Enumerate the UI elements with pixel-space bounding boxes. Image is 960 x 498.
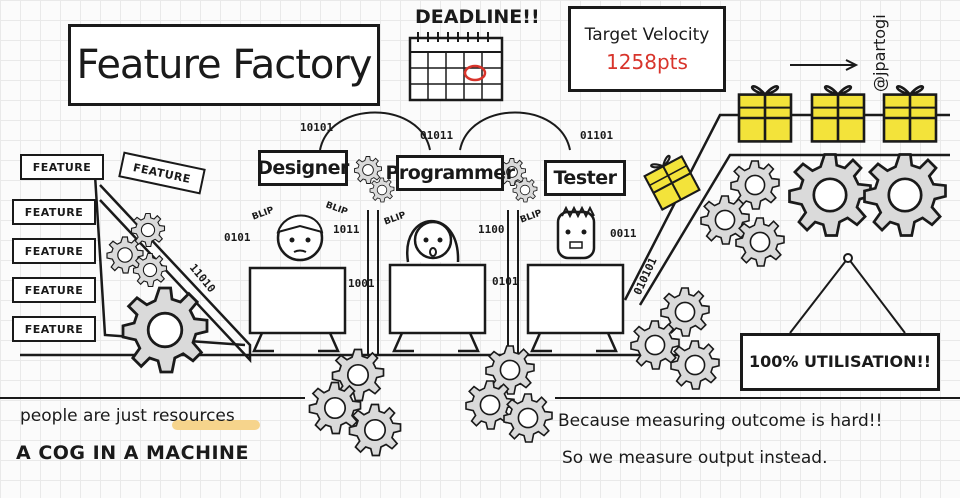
gear-icon [130, 212, 166, 248]
binary-label: 0101 [492, 275, 519, 288]
caption-left-line2: A COG IN A MACHINE [16, 442, 249, 464]
binary-label: 01101 [580, 129, 614, 142]
tester-sign: Tester [544, 160, 626, 196]
velocity-value: 1258pts [606, 49, 688, 74]
resources-highlight [172, 420, 260, 430]
title-sign: Feature Factory [68, 24, 380, 106]
caption-right-line2: So we measure output instead. [562, 448, 828, 468]
programmer-sign: Programmer [386, 155, 515, 191]
role-programmer: Programmer [385, 161, 516, 184]
gear-icon [354, 156, 382, 184]
laptops [248, 263, 625, 353]
deadline-label: DEADLINE!! [415, 6, 540, 28]
feature-box: FEATURE [12, 238, 96, 264]
gear-icon [121, 286, 209, 374]
caption-right-line1: Because measuring outcome is hard!! [558, 411, 883, 431]
feature-box: FEATURE [12, 277, 96, 303]
calendar-icon [408, 32, 504, 102]
gift-icon [640, 149, 701, 211]
binary-label: 1100 [478, 223, 505, 236]
designer-sign: Designer [257, 150, 349, 186]
gear-icon [700, 195, 750, 245]
gift-icon [737, 85, 793, 143]
gift-icon [882, 85, 938, 143]
designer-person [276, 214, 324, 262]
gift-icon [810, 85, 866, 143]
gear-icon [735, 217, 785, 267]
right-ramp [623, 59, 950, 306]
programmer-person [406, 219, 460, 263]
gear-icon [132, 252, 168, 288]
utilisation-sign: 100% UTILISATION!! [740, 333, 940, 391]
caption-highlight-word: resources [152, 406, 235, 426]
velocity-sign: Target Velocity 1258pts [568, 6, 726, 92]
author-handle: @jpartogi [870, 14, 889, 92]
role-tester: Tester [553, 166, 617, 189]
tester-person [556, 205, 596, 260]
feature-box: FEATURE [12, 316, 96, 342]
role-arcs [319, 111, 571, 151]
sign-string [789, 256, 906, 334]
velocity-label: Target Velocity [584, 24, 710, 45]
binary-label: 0011 [610, 227, 637, 240]
feature-box: FEATURE [20, 154, 104, 180]
gear-icon [788, 153, 872, 237]
utilisation-text: 100% UTILISATION!! [748, 352, 932, 371]
binary-label: 1001 [348, 277, 375, 290]
sign-hook-icon [843, 253, 853, 263]
binary-label: 01011 [420, 129, 454, 142]
binary-label: 1011 [333, 223, 360, 236]
role-designer: Designer [257, 156, 349, 179]
gear-icon [348, 403, 402, 457]
desk-dividers [367, 210, 519, 355]
binary-label: 10101 [300, 121, 334, 134]
gear-icon [863, 153, 947, 237]
gear-icon [670, 340, 720, 390]
gear-icon [512, 177, 538, 203]
feature-box: FEATURE [12, 199, 96, 225]
page-title: Feature Factory [76, 42, 373, 88]
binary-label: 0101 [224, 231, 251, 244]
gear-icon [503, 393, 553, 443]
caption-left-line1: people are just resources [20, 406, 235, 426]
